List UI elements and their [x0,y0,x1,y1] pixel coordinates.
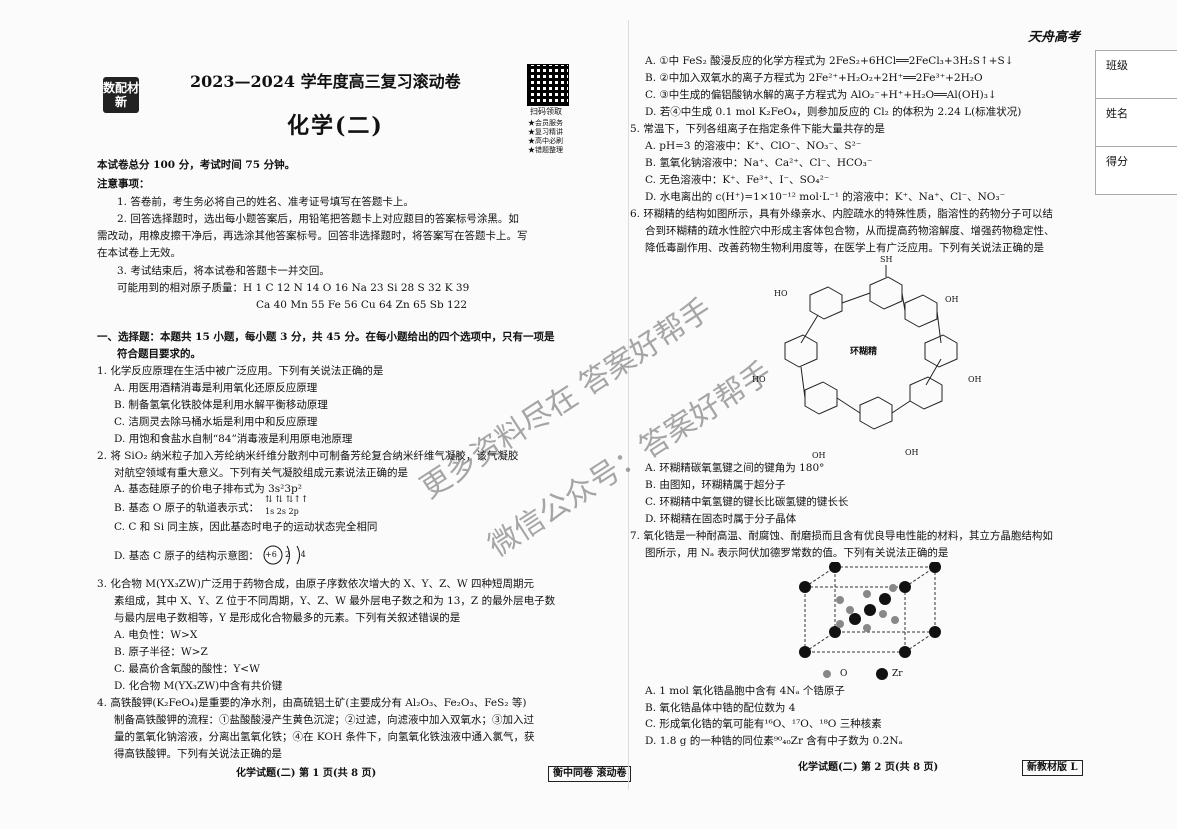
oh-label-1: OH [945,295,959,304]
ho-label-1: HO [774,289,788,298]
q2-option-b: B. 基态 O 原子的轨道表示式： [114,502,260,514]
page-footer-right: 化学试题(二) 第 2 页(共 8 页) [798,762,939,773]
q3-option-d: D. 化合物 M(YX₃ZW)中含有共价键 [114,680,283,692]
q7-option-c: C. 形成氧化锆的氧可能有¹⁶O、¹⁷O、¹⁸O 三种核素 [645,718,882,730]
q3-option-c: C. 最高价含氧酸的酸性：Y<W [114,663,260,675]
legend-o-label: O [840,669,848,679]
oh-label-4: OH [812,451,826,460]
legend-markers [823,668,888,680]
q7-option-a: A. 1 mol 氧化锆晶胞中含有 4Nₐ 个锆原子 [645,685,845,697]
note-2b: 需改动，用橡皮擦干净后，再选涂其他答案标号。回答非选择题时，将答案写在答题卡上。… [97,230,528,242]
cyclodextrin-label: 环糊精 [850,347,878,357]
class-field[interactable]: 班级 [1096,51,1177,99]
q7-stem-1: 7. 氧化锆是一种耐高温、耐腐蚀、耐磨损而且含有优良导电性能的材料，其立方晶胞结… [630,530,1053,542]
q2-option-a: A. 基态硅原子的价电子排布式为 3s²3p² [114,483,302,495]
exam-title: 2023—2024 学年度高三复习滚动卷 [190,72,461,91]
q2-option-c: C. C 和 Si 同主族，因此基态时电子的运动状态完全相同 [114,521,378,533]
total-score: 本试卷总分 100 分，考试时间 75 分钟。 [97,159,296,171]
carbon-structure-diagram [263,545,300,565]
q4-stem-3: 量的氢氧化钠溶液，分离出氢氧化铁；④在 KOH 条件下，向氢氧化铁浊液中通入氯气… [114,731,535,743]
q2-stem-2: 对航空领域有重大意义。下列有关气凝胶组成元素说法正确的是 [114,467,408,479]
atomic-mass-1: 可能用到的相对原子质量：H 1 C 12 N 14 O 16 Na 23 Si … [117,282,470,294]
q6-option-a: A. 环糊精碳氧氢键之间的键角为 180° [645,462,825,474]
q7-stem-2: 图所示，用 Nₐ 表示阿伏加德罗常数的值。下列有关说法正确的是 [645,547,949,559]
section-heading-2: 符合题目要求的。 [117,348,201,360]
q1-option-d: D. 用饱和食盐水自制“84”消毒液是利用原电池原理 [114,433,353,445]
q3-option-a: A. 电负性：W>X [114,629,198,641]
name-label: 姓名 [1106,107,1128,120]
ho-label-2: HO [752,375,766,384]
class-label: 班级 [1106,59,1128,72]
brand-logo: 天舟高考 [1028,30,1081,45]
q5-option-c: C. 无色溶液中：K⁺、Fe³⁺、I⁻、SO₄²⁻ [645,174,830,186]
q7-option-b: B. 氧化锆晶体中锆的配位数为 4 [645,702,796,714]
note-2a: 2. 回答选择题时，选出每小题答案后，用铅笔把答题卡上对应题目的答案标号涂黑。如 [117,213,519,225]
name-field[interactable]: 姓名 [1096,99,1177,147]
q2-orbital-labels: 1s 2s 2p [265,507,299,516]
qr-caption: 扫码领取 [530,107,562,116]
notes-title: 注意事项： [97,178,150,190]
q1-option-c: C. 洁厕灵去除马桶水垢是利用中和反应原理 [114,416,318,428]
q3-option-b: B. 原子半径：W>Z [114,646,208,658]
q5-option-a: A. pH=3 的溶液中：K⁺、ClO⁻、NO₃⁻、S²⁻ [645,140,862,152]
q5-option-b: B. 氢氧化钠溶液中：Na⁺、Ca²⁺、Cl⁻、HCO₃⁻ [645,157,873,169]
qr-list-3: ★高中必刷 [528,137,563,145]
q4-stem-1: 4. 高铁酸钾(K₂FeO₄)是重要的净水剂，由高硫铝土矿(主要成分有 Al₂O… [97,697,527,709]
exam-subtitle: 化学(二) [287,113,384,139]
zirconia-unit-cell [799,562,941,658]
q1-option-b: B. 制备氢氧化铁胶体是利用水解平衡移动原理 [114,399,328,411]
q6-stem-2: 合到环糊精的疏水性腔穴中形成主客体包合物，从而提高药物溶解度、增强药物稳定性、 [645,225,1055,237]
carbon-shell-label: 2 4 [285,550,310,559]
q6-stem-1: 6. 环糊精的结构如图所示，具有外缘亲水、内腔疏水的特殊性质，脂溶性的药物分子可… [630,208,1053,220]
note-1: 1. 答卷前，考生务必将自己的姓名、准考证号填写在答题卡上。 [117,196,414,208]
q3-stem-2: 素组成，其中 X、Y、Z 位于不同周期，Y、Z、W 最外层电子数之和为 13，Z… [114,595,556,607]
section-heading: 一、选择题：本题共 15 小题，每小题 3 分，共 45 分。在每小题给出的四个… [97,331,555,343]
q4-stem-2: 制备高铁酸钾的流程：①盐酸酸浸产生黄色沉淀；②过滤，向滤液中加入双氧水；③加入过 [114,714,534,726]
student-info-box: 班级 姓名 得分 [1095,50,1177,195]
q4-option-d: D. 若④中生成 0.1 mol K₂FeO₄，则参加反应的 Cl₂ 的体积为 … [645,106,1022,118]
q2-orbital-boxes: ⇅ ⇅ ⇅↑↑ [265,495,309,505]
q5-option-d: D. 水电离出的 c(H⁺)=1×10⁻¹² mol·L⁻¹ 的溶液中：K⁺、N… [645,191,1006,203]
score-field[interactable]: 得分 [1096,147,1177,194]
q3-stem-1: 3. 化合物 M(YX₃ZW)广泛用于药物合成，由原子序数依次增大的 X、Y、Z… [97,578,535,590]
sh-label: SH [880,255,893,264]
q5-stem: 5. 常温下，下列各组离子在指定条件下能大量共存的是 [630,123,885,135]
q6-option-c: C. 环糊精中氧氢键的键长比碳氢键的键长长 [645,496,849,508]
q1-option-a: A. 用医用酒精消毒是利用氧化还原反应原理 [114,382,318,394]
qr-list-4: ★错题整理 [528,146,563,154]
cyclodextrin-diagram [784,265,958,430]
publisher-logo: 数配材新 [103,77,139,113]
note-3: 3. 考试结束后，将本试卷和答题卡一并交回。 [117,265,330,277]
q6-option-d: D. 环糊精在固态时属于分子晶体 [645,513,797,525]
legend-zr-label: Zr [892,669,903,679]
q1-stem: 1. 化学反应原理在生活中被广泛应用。下列有关说法正确的是 [97,365,384,377]
q4-option-c: C. ③中生成的偏铝酸钠水解的离子方程式为 AlO₂⁻+H⁺+H₂O══Al(O… [645,89,997,101]
q7-option-d: D. 1.8 g 的一种锆的同位素⁹⁰₄₀Zr 含有中子数为 0.2Nₐ [645,735,903,747]
footer-badge-right: 新教材版 L [1022,760,1083,776]
oh-label-3: OH [905,448,919,457]
q4-stem-4: 得高铁酸钾。下列有关说法正确的是 [114,748,282,760]
qr-list-1: ★会员服务 [528,119,563,127]
q4-option-b: B. ②中加入双氧水的离子方程式为 2Fe²⁺+H₂O₂+2H⁺══2Fe³⁺+… [645,72,983,84]
qr-list-2: ★复习精讲 [528,128,563,136]
atomic-mass-2: Ca 40 Mn 55 Fe 56 Cu 64 Zn 65 Sb 122 [256,299,468,311]
oh-label-2: OH [968,375,982,384]
q4-option-a: A. ①中 FeS₂ 酸浸反应的化学方程式为 2FeS₂+6HCl══2FeCl… [645,55,1014,67]
page-divider [628,20,629,790]
footer-badge-left: 衡中同卷 滚动卷 [548,766,632,782]
q6-stem-3: 降低毒副作用、改善药物生物利用度等，在医学上有广泛应用。下列有关说法正确的是 [645,242,1044,254]
carbon-core-label: +6 [265,550,277,559]
qr-code-icon [527,64,569,106]
q6-option-b: B. 由图知，环糊精属于超分子 [645,479,786,491]
score-label: 得分 [1106,155,1128,168]
q3-stem-3: 与最内层电子数相等，Y 是形成化合物最多的元素。下列有关叙述错误的是 [114,612,461,624]
note-2c: 在本试卷上无效。 [97,247,181,259]
q2-option-d: D. 基态 C 原子的结构示意图： [114,550,259,562]
page-footer-left: 化学试题(二) 第 1 页(共 8 页) [236,768,377,779]
q2-stem-1: 2. 将 SiO₂ 纳米粒子加入芳纶纳米纤维分散剂中可制备芳纶复合纳米纤维气凝胶… [97,450,519,462]
